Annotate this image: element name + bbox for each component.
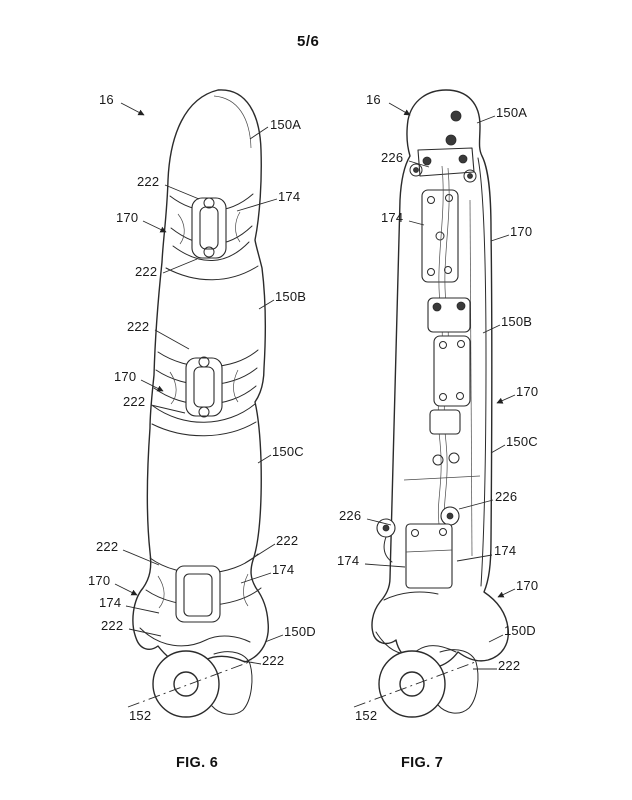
fig7-label-150C: 150C: [506, 434, 538, 449]
fig7-drawing: [353, 89, 516, 718]
fig7-label-16: 16: [366, 92, 381, 107]
fig7-label-170-1: 170: [510, 224, 533, 239]
fig7-label-170-3: 170: [516, 578, 539, 593]
fig6-label-150A: 150A: [270, 117, 302, 132]
fig6-label-150B: 150B: [275, 289, 307, 304]
fig7-label-174-2: 174: [337, 553, 360, 568]
fig7-label-152: 152: [355, 708, 378, 723]
fig6-drawing: [114, 89, 284, 718]
fig6-label-170-1: 170: [116, 210, 139, 225]
fig6-label-222-1: 222: [137, 174, 160, 189]
fig6-label-174-1: 174: [278, 189, 301, 204]
fig7-label-226-2: 226: [495, 489, 518, 504]
fig6-label-174-3: 174: [99, 595, 122, 610]
fig7-label-226-3: 226: [339, 508, 362, 523]
fig6-label-222-4: 222: [123, 394, 146, 409]
fig7-label-174-3: 174: [494, 543, 517, 558]
fig7-caption: FIG. 7: [401, 755, 444, 771]
fig6-label-152: 152: [129, 708, 152, 723]
fig7-label-222: 222: [498, 658, 521, 673]
fig6-label-222-7: 222: [101, 618, 124, 633]
fig6-label-222-5: 222: [96, 539, 119, 554]
fig7-label-150A: 150A: [496, 105, 528, 120]
fig6-caption: FIG. 6: [176, 755, 219, 771]
sheet-number: 5/6: [297, 33, 320, 50]
fig7-label-226-1: 226: [381, 150, 404, 165]
fig6-label-170-3: 170: [88, 573, 111, 588]
fig7-label-150B: 150B: [501, 314, 533, 329]
fig7-leader-lines: [364, 102, 516, 670]
fig6-label-16: 16: [99, 92, 114, 107]
fig6-label-150C: 150C: [272, 444, 304, 459]
fig7-label-174-1: 174: [381, 210, 404, 225]
fig6-leader-lines: [114, 102, 284, 665]
fig6-label-222-6: 222: [276, 533, 299, 548]
fig6-label-170-2: 170: [114, 369, 137, 384]
fig6-label-222-3: 222: [127, 319, 150, 334]
fig6-label-222-8: 222: [262, 653, 285, 668]
fig7-label-170-2: 170: [516, 384, 539, 399]
fig6-label-174-2: 174: [272, 562, 295, 577]
fig6-label-222-2: 222: [135, 264, 158, 279]
fig7-label-150D: 150D: [504, 623, 536, 638]
fig6-label-150D: 150D: [284, 624, 316, 639]
